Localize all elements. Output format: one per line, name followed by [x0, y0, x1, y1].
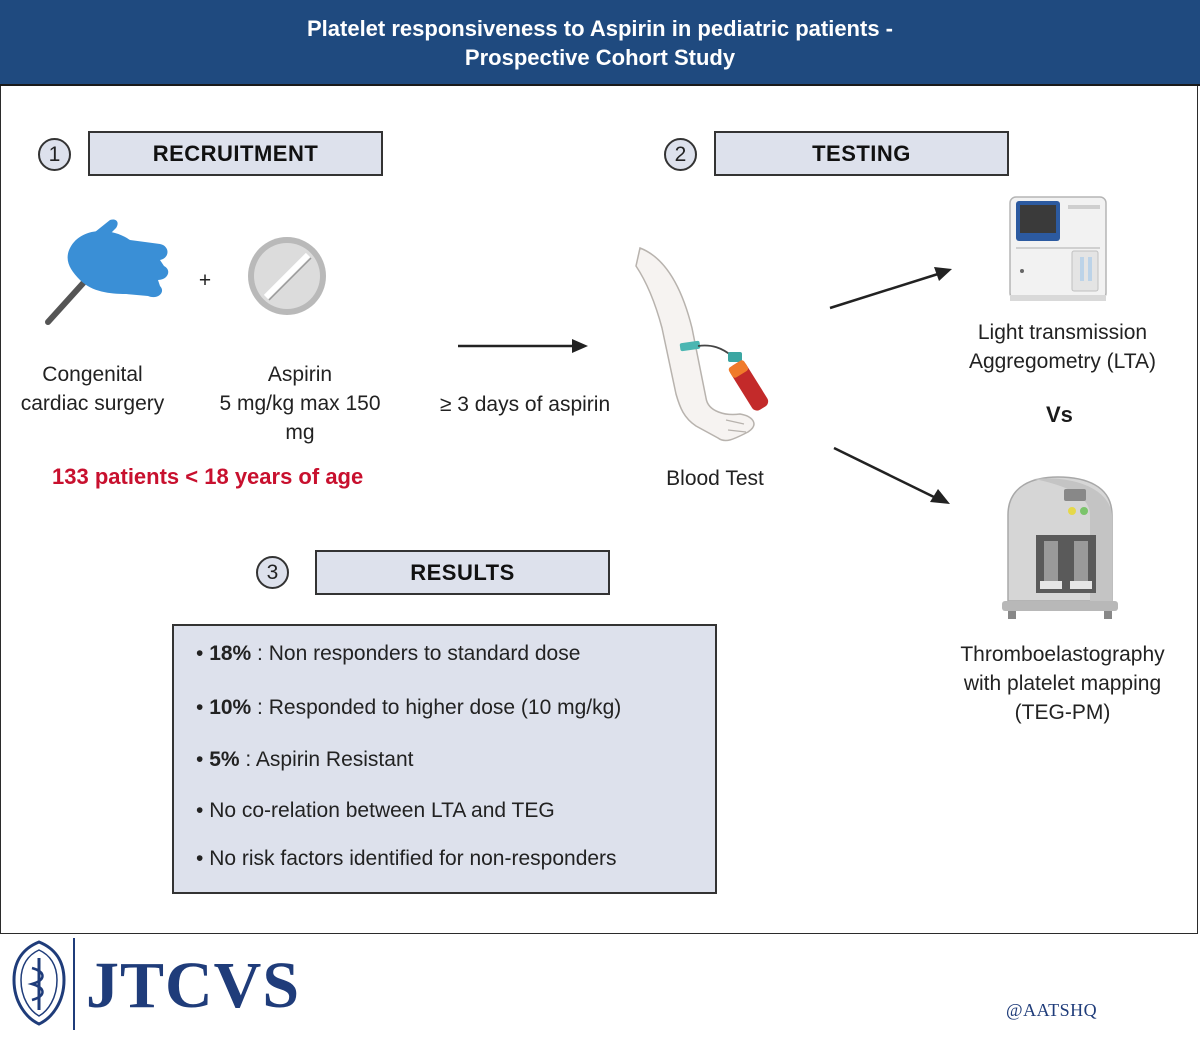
journal-logo-text: JTCVS: [86, 949, 301, 1022]
aspirin-dose-label: Aspirin 5 mg/kg max 150 mg: [200, 360, 400, 447]
scalpel-hand-icon: [45, 219, 169, 325]
teg-analyzer-icon: [1002, 476, 1118, 619]
aspirin-tablet-icon: [248, 237, 326, 315]
arrow-to-lta: [829, 267, 952, 310]
lta-line-1: Light transmission: [977, 321, 1148, 344]
title-line-1: Platelet responsiveness to Aspirin in pe…: [306, 16, 893, 41]
aspirin-line-3: mg: [285, 421, 315, 444]
patient-count: 133 patients < 18 years of age: [52, 464, 364, 489]
aspirin-duration: ≥ 3 days of aspirin: [439, 393, 611, 416]
testing-heading: TESTING: [714, 131, 1009, 176]
versus-label: Vs: [1046, 402, 1073, 427]
aats-seal-logo: [12, 940, 66, 1026]
plus-sign: +: [198, 269, 212, 292]
step-number-2: 2: [664, 138, 697, 171]
result-item: • 18% : Non responders to standard dose: [196, 642, 581, 665]
step-number-1: 1: [38, 138, 71, 171]
title-banner: Platelet responsiveness to Aspirin in pe…: [0, 0, 1200, 86]
arm-blood-draw-icon: [635, 246, 769, 442]
aspirin-line-2: 5 mg/kg max 150: [219, 392, 381, 415]
surgery-line-1: Congenital: [42, 363, 143, 386]
lta-analyzer-icon: [1009, 196, 1107, 301]
teg-label: Thromboelastography with platelet mappin…: [940, 640, 1185, 727]
result-item: • No risk factors identified for non-res…: [196, 847, 617, 870]
blood-test-label: Blood Test: [666, 467, 764, 490]
result-text: No co-relation between LTA and TEG: [209, 799, 555, 822]
surgery-line-2: cardiac surgery: [20, 392, 165, 415]
result-text: No risk factors identified for non-respo…: [209, 847, 617, 870]
result-value: 5%: [209, 748, 240, 771]
result-item: • No co-relation between LTA and TEG: [196, 799, 555, 822]
surgery-label: Congenital cardiac surgery: [0, 360, 185, 418]
teg-line-2: with platelet mapping: [963, 672, 1162, 695]
aspirin-line-1: Aspirin: [267, 363, 333, 386]
recruitment-heading: RECRUITMENT: [88, 131, 383, 176]
results-box: • 18% : Non responders to standard dose …: [172, 624, 717, 894]
step-number-3: 3: [256, 556, 289, 589]
lta-line-2: Aggregometry (LTA): [968, 350, 1157, 373]
arrow-to-teg: [833, 446, 950, 504]
result-text: : Responded to higher dose (10 mg/kg): [251, 696, 622, 719]
title-line-2: Prospective Cohort Study: [464, 45, 736, 70]
result-item: • 5% : Aspirin Resistant: [196, 748, 414, 771]
teg-line-3: (TEG-PM): [1014, 701, 1111, 724]
teg-line-1: Thromboelastography: [960, 643, 1165, 666]
result-value: 18%: [209, 642, 252, 665]
result-text: : Aspirin Resistant: [239, 748, 414, 771]
arrow-to-blood-test: [458, 339, 588, 353]
lta-label: Light transmission Aggregometry (LTA): [940, 318, 1185, 376]
result-item: • 10% : Responded to higher dose (10 mg/…: [196, 696, 622, 719]
result-value: 10%: [209, 696, 252, 719]
social-handle: @AATSHQ: [1006, 1000, 1098, 1020]
footer-divider: [73, 938, 75, 1030]
title-divider: [0, 84, 1200, 86]
result-text: : Non responders to standard dose: [251, 642, 581, 665]
results-heading: RESULTS: [315, 550, 610, 595]
